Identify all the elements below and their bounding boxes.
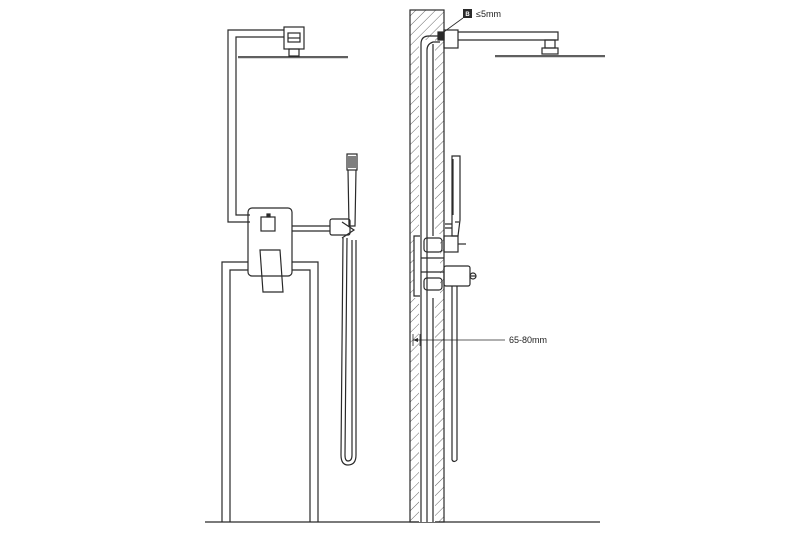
side-riser-pipe [420,35,440,522]
side-outlet-upper [443,235,459,253]
front-hose [340,237,357,466]
side-handshower [451,155,461,237]
depth-annotation: 65-80mm [412,334,547,346]
side-mixer-body [443,265,471,287]
side-view [413,29,605,522]
front-frame [221,261,248,522]
gap-badge [463,9,472,18]
front-mixer-plate [247,207,293,277]
gap-badge-letter: B [465,12,470,18]
front-handshower-head [346,153,358,171]
side-head-connector [544,39,556,49]
side-shower-arm [458,31,559,41]
front-mixer-lever [259,249,284,293]
side-wall-flange [443,29,459,49]
front-handshower-holder [329,218,351,236]
side-mixer-box [413,235,420,297]
front-view [221,26,358,522]
front-supply-pipe [227,29,284,223]
gap-annotation: B ≤5mm [440,9,501,35]
depth-label: 65-80mm [509,335,547,345]
gap-label: ≤5mm [476,9,501,19]
